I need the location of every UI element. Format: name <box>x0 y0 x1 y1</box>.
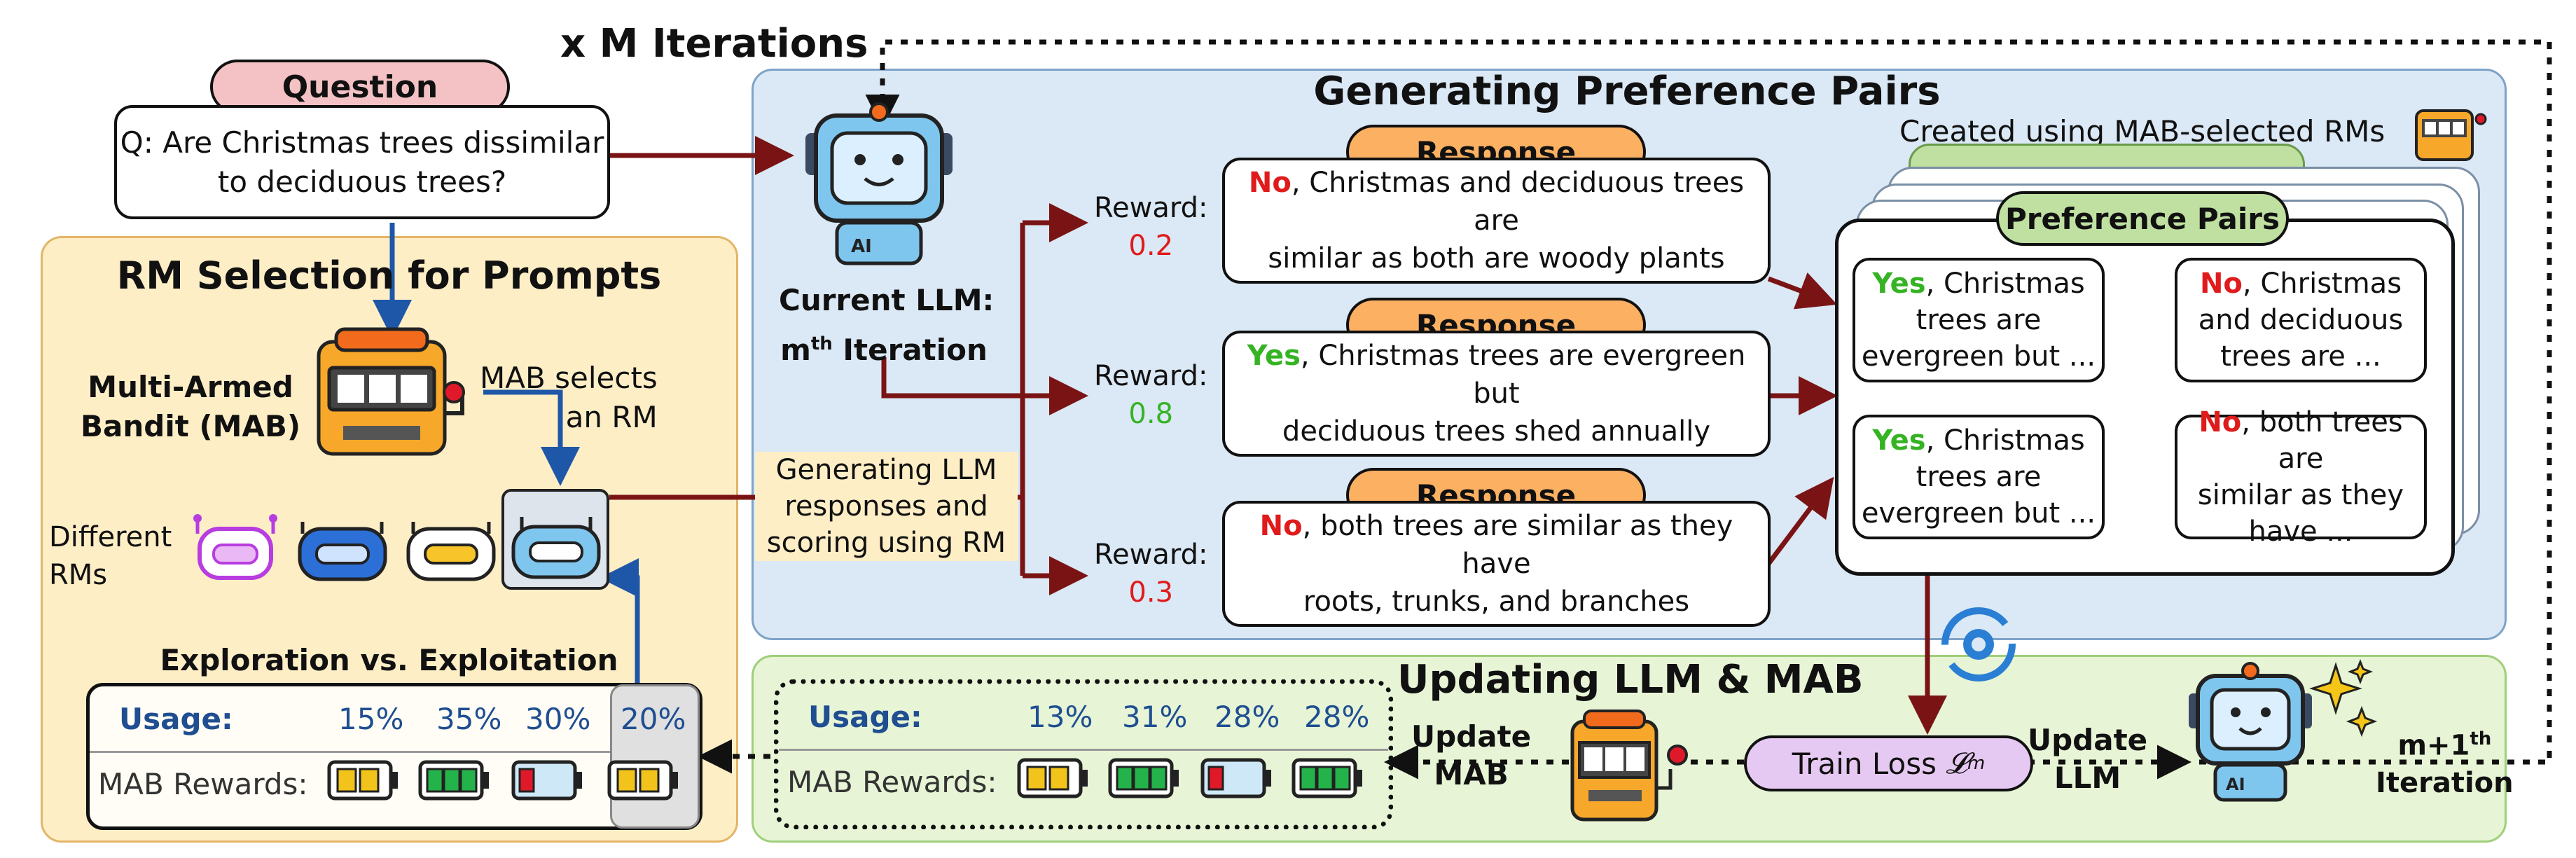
update-mab-label: Update MAB <box>1411 719 1532 791</box>
different-rms-label: Different RMs <box>49 521 172 591</box>
usage-value: 35% <box>436 702 502 736</box>
usage-label: Usage: <box>119 702 233 736</box>
exploration-title: Exploration vs. Exploitation <box>160 643 618 677</box>
reward-label: Reward: 0.8 <box>1094 360 1208 430</box>
question-line1: Q: Are Christmas trees dissimilar <box>120 125 604 160</box>
pair-box: No, Christmas and deciduous trees are ..… <box>2175 258 2427 382</box>
update-usage-table: Usage: MAB Rewards: 13% 31% 28% 28% <box>774 679 1393 829</box>
usage-label: Usage: <box>808 700 922 734</box>
usage-value: 28% <box>1304 700 1370 734</box>
generating-llm-label: Generating LLM responses and scoring usi… <box>755 452 1018 561</box>
response-box: No, Christmas and deciduous trees are si… <box>1222 158 1771 284</box>
mab-selects-label: MAB selects an RM <box>480 361 658 434</box>
question-line2: to deciduous trees? <box>217 164 507 199</box>
pair-box: Yes, Christmas trees are evergreen but .… <box>1853 258 2105 382</box>
response-box: Yes, Christmas trees are evergreen but d… <box>1222 331 1771 457</box>
iterations-label: x M Iterations <box>560 21 868 67</box>
question-box: Q: Are Christmas trees dissimilar to dec… <box>114 105 610 219</box>
rm-usage-table: Usage: MAB Rewards: 15% 35% 30% 20% <box>86 683 702 830</box>
usage-value: 20% <box>621 702 686 736</box>
usage-value: 28% <box>1214 700 1280 734</box>
usage-value: 30% <box>525 702 591 736</box>
usage-value: 13% <box>1027 700 1093 734</box>
gen-panel-title: Generating Preference Pairs <box>1313 69 1941 114</box>
reward-label: Reward: 0.3 <box>1094 539 1208 609</box>
update-llm-label: Update LLM <box>2028 723 2148 795</box>
reward-label: Reward: 0.2 <box>1094 192 1208 262</box>
mab-label: Multi-Armed Bandit (MAB) <box>81 370 301 443</box>
update-panel-title: Updating LLM & MAB <box>1397 657 1864 703</box>
rewards-label: MAB Rewards: <box>98 767 308 801</box>
next-iteration-label: m+1th Iteration <box>2376 728 2514 800</box>
pair-box: No, both trees are similar as they have … <box>2175 406 2427 548</box>
created-using-label: Created using MAB-selected RMs <box>1899 114 2385 148</box>
exploration-to-rm-arrow <box>600 558 640 690</box>
pairs-header: Preference Pairs <box>1996 191 2289 246</box>
iteration-loop-dotted <box>865 39 2552 765</box>
pair-box: Yes, Christmas trees are evergreen but .… <box>1853 415 2105 539</box>
mab-select-arrow <box>483 389 580 486</box>
rm-panel-title: RM Selection for Prompts <box>116 254 662 298</box>
usage-value: 31% <box>1122 700 1188 734</box>
rewards-label: MAB Rewards: <box>787 765 997 799</box>
usage-value: 15% <box>338 702 404 736</box>
current-llm-label: Current LLM: mth Iteration <box>779 283 995 367</box>
response-box: No, both trees are similar as they have … <box>1222 501 1771 627</box>
